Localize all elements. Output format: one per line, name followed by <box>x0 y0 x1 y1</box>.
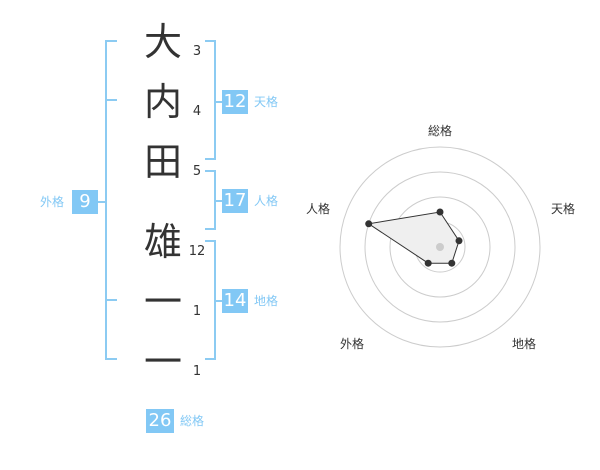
radar-axis-label-gaikaku: 外格 <box>339 337 364 351</box>
name-char-2: 内 <box>143 80 182 124</box>
radar-axis-label-tenkaku: 天格 <box>550 202 575 216</box>
name-char-4: 雄 <box>143 220 182 264</box>
radar-point-2 <box>455 237 463 245</box>
radar-point-4 <box>424 259 432 267</box>
stroke-count-1: 3 <box>192 44 202 59</box>
radar-ring-4 <box>339 146 541 348</box>
gaikaku-bracket <box>105 40 117 360</box>
radar-point-1 <box>436 208 444 216</box>
stroke-count-3: 5 <box>192 164 202 179</box>
tenkaku-label: 天格 <box>254 95 279 109</box>
name-char-3: 田 <box>143 140 182 184</box>
radar-ring-3 <box>364 171 516 323</box>
stroke-count-4: 12 <box>188 244 206 259</box>
stroke-count-6: 1 <box>192 364 202 379</box>
radar-ring-2 <box>389 196 491 298</box>
name-char-6: 一 <box>143 340 182 384</box>
radar-center-dot <box>436 243 444 251</box>
radar-axis-label-jinkaku: 人格 <box>305 202 330 216</box>
radar-axis-label-soukaku: 総格 <box>427 124 452 138</box>
gaikaku-label: 外格 <box>40 195 65 209</box>
gaikaku-score: 9 <box>72 190 98 214</box>
radar-point-3 <box>448 259 456 267</box>
jinkaku-label: 人格 <box>254 194 279 208</box>
chikaku-label: 地格 <box>254 294 279 308</box>
stroke-count-5: 1 <box>192 304 202 319</box>
radar-point-5 <box>365 220 373 228</box>
chikaku-score: 14 <box>222 289 248 313</box>
stroke-count-2: 4 <box>192 104 202 119</box>
name-char-5: 一 <box>143 280 182 324</box>
soukaku-score: 26 <box>146 409 174 433</box>
radar-axis-label-chikaku: 地格 <box>511 337 536 351</box>
name-char-1: 大 <box>143 20 182 64</box>
jinkaku-score: 17 <box>222 189 248 213</box>
radar-polygon <box>367 211 460 264</box>
tenkaku-bracket <box>205 40 216 160</box>
soukaku-label: 総格 <box>180 414 205 428</box>
tenkaku-score: 12 <box>222 90 248 114</box>
